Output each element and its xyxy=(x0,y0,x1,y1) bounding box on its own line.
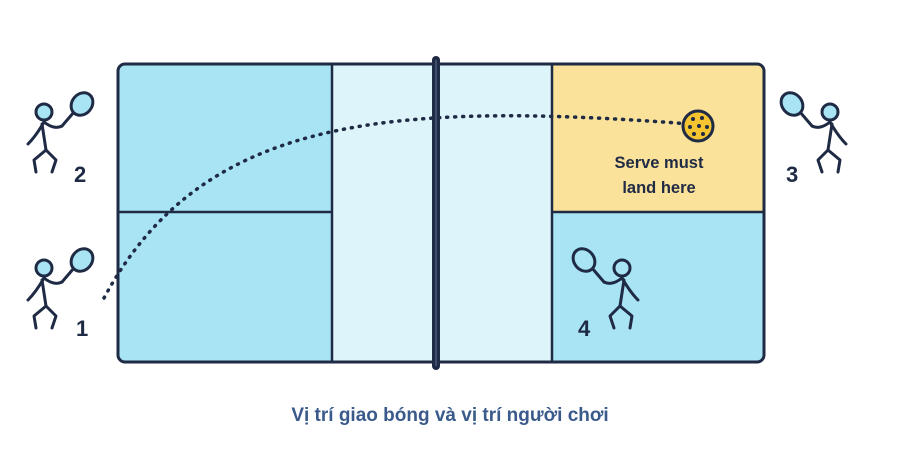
player-number-3: 3 xyxy=(786,162,798,187)
pickleball-icon xyxy=(681,109,715,143)
player-number-4: 4 xyxy=(578,316,591,341)
diagram-caption: Vị trí giao bóng và vị trí người chơi xyxy=(291,405,609,426)
pickleball-player-icon xyxy=(26,247,95,330)
zone-label-line2: land here xyxy=(622,179,695,197)
player-number-1: 1 xyxy=(76,316,88,341)
player-number-2: 2 xyxy=(74,162,86,187)
zone-label-line1: Serve must xyxy=(615,154,704,172)
pickleball-player-icon xyxy=(26,91,95,174)
pickleball-player-icon xyxy=(779,91,848,174)
serve-trajectory xyxy=(102,114,692,300)
target-service-box xyxy=(552,64,764,212)
pickleball-player-icon xyxy=(571,247,640,330)
non-volley-zone xyxy=(332,64,552,362)
